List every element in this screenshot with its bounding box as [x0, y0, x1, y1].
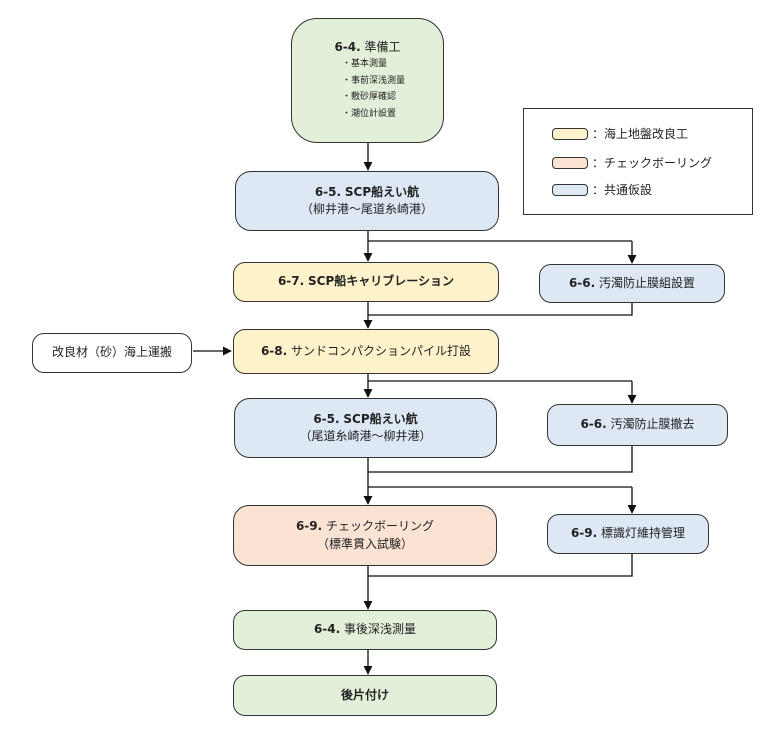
node-calib-title: SCP船キャリブレーション	[308, 274, 455, 289]
node-fence-remove-id: 6-6.	[580, 417, 607, 432]
node-tow2-title: SCP船えい航	[343, 411, 418, 426]
node-prep-items: ・基本測量 ・事前深浅測量 ・敷砂厚確認 ・潮位計設置	[342, 56, 405, 123]
node-material-title: 改良材（砂）海上運搬	[51, 345, 172, 360]
legend-item-check-boring: ：チェックボーリング	[552, 154, 712, 171]
legend-item-ground-improvement: ：海上地盤改良工	[552, 125, 688, 142]
node-check-sub: （標準貫入試験）	[316, 536, 413, 551]
node-tow1-title: SCP船えい航	[344, 184, 420, 199]
node-check: 6-9. チェックボーリング （標準貫入試験）	[233, 505, 497, 566]
line-tow1-split	[367, 231, 632, 242]
line-scp-split	[367, 374, 632, 382]
node-cleanup-title: 後片付け	[340, 687, 389, 702]
node-prep-item: ・基本測量	[341, 58, 387, 69]
node-survey: 6-4. 事後深浅測量	[233, 610, 497, 650]
node-prep-item: ・潮位計設置	[341, 108, 396, 119]
node-cleanup: 後片付け	[233, 675, 497, 716]
node-scp-title: サンドコンパクションパイル打設	[291, 343, 472, 358]
legend: ：海上地盤改良工 ：チェックボーリング ：共通仮設	[523, 108, 753, 215]
node-scp-id: 6-8.	[260, 343, 288, 358]
node-survey-title: 事後深浅測量	[344, 622, 417, 637]
node-material: 改良材（砂）海上運搬	[32, 333, 192, 373]
node-prep-item: ・敷砂厚確認	[341, 92, 396, 103]
node-light: 6-9. 標識灯維持管理	[547, 514, 709, 554]
node-prep: 6-4. 準備工 ・基本測量 ・事前深浅測量 ・敷砂厚確認 ・潮位計設置	[291, 18, 444, 143]
node-tow2-sub: （尾道糸崎港〜柳井港）	[299, 429, 432, 443]
node-tow2-id: 6-5.	[313, 411, 340, 426]
node-fence-remove-title: 汚濁防止膜撤去	[610, 417, 695, 432]
node-tow1-sub: （柳井港〜尾道糸崎港）	[300, 202, 433, 216]
line-fence-remove-merge	[368, 446, 633, 473]
legend-swatch-yellow	[552, 127, 588, 140]
node-calib: 6-7. SCP船キャリブレーション	[233, 262, 499, 302]
legend-item-common-temporary: ：共通仮設	[552, 181, 652, 198]
node-scp: 6-8. サンドコンパクションパイル打設	[233, 329, 499, 374]
node-check-id: 6-9.	[295, 519, 323, 534]
node-prep-id: 6-4.	[334, 39, 361, 54]
node-fence-set-id: 6-6.	[568, 275, 596, 290]
node-fence-set-title: 汚濁防止膜組設置	[599, 275, 696, 290]
line-light-merge	[368, 554, 633, 577]
node-survey-id: 6-4.	[313, 622, 341, 637]
node-fence-remove: 6-6. 汚濁防止膜撤去	[547, 404, 728, 446]
node-prep-item: ・事前深浅測量	[341, 75, 405, 86]
legend-swatch-orange	[552, 156, 588, 169]
node-fence-set: 6-6. 汚濁防止膜組設置	[539, 264, 725, 303]
node-check-title: チェックボーリング	[326, 519, 435, 534]
line-fence-set-merge	[368, 303, 633, 316]
node-prep-title: 準備工	[364, 39, 401, 54]
node-tow1-id: 6-5.	[314, 184, 342, 199]
node-calib-id: 6-7.	[277, 274, 305, 289]
legend-label: ：チェックボーリング	[592, 156, 713, 170]
node-light-id: 6-9.	[570, 526, 598, 541]
legend-swatch-blue	[552, 183, 588, 196]
node-tow1: 6-5. SCP船えい航 （柳井港〜尾道糸崎港）	[235, 171, 499, 231]
legend-label: ：共通仮設	[592, 183, 653, 197]
legend-label: ：海上地盤改良工	[592, 127, 689, 141]
node-light-title: 標識灯維持管理	[601, 526, 686, 541]
node-tow2: 6-5. SCP船えい航 （尾道糸崎港〜柳井港）	[234, 398, 497, 458]
